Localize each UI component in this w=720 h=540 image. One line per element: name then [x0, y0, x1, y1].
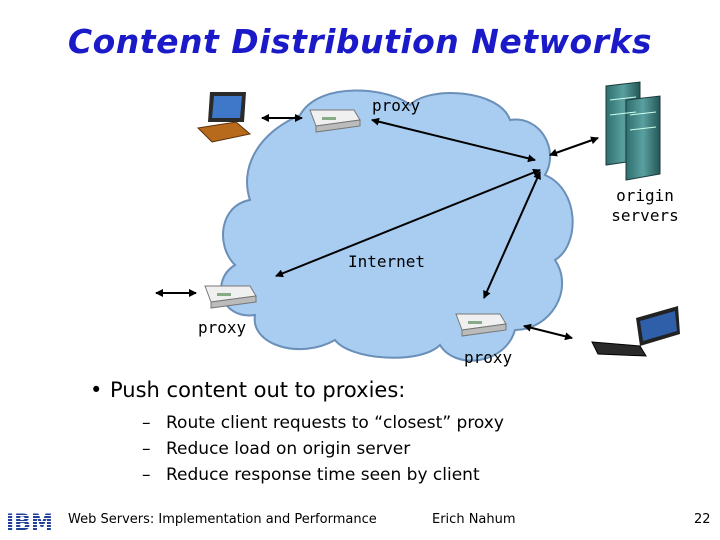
- footer-author: Erich Nahum: [432, 512, 516, 527]
- proxy-icon: [204, 285, 257, 309]
- page-number: 22: [694, 512, 711, 527]
- bullet-main: •Push content out to proxies:: [90, 378, 406, 402]
- origin-servers-label: origin servers: [610, 186, 680, 226]
- proxy-label-left: proxy: [198, 318, 247, 337]
- sub-bullet: –Reduce response time seen by client: [142, 465, 480, 485]
- ibm-logo: IBM: [6, 511, 53, 532]
- sub-bullet-text: Reduce response time seen by client: [166, 465, 480, 485]
- sub-bullet: –Route client requests to “closest” prox…: [142, 413, 504, 433]
- laptop-icon: [196, 92, 252, 143]
- bullet-main-text: Push content out to proxies:: [110, 378, 406, 402]
- connection-arrows: [155, 114, 599, 341]
- origin-label-line1: origin: [616, 186, 674, 205]
- bullet-list: •Push content out to proxies: –Route cli…: [90, 378, 504, 488]
- internet-cloud: [220, 89, 574, 362]
- sub-bullet-text: Reduce load on origin server: [166, 439, 411, 459]
- server-icon: [605, 81, 661, 181]
- proxy-label-top: proxy: [372, 96, 421, 115]
- internet-label: Internet: [348, 252, 426, 271]
- proxy-icon: [455, 313, 507, 337]
- laptop-icon: [591, 306, 680, 357]
- proxy-label-bottom: proxy: [464, 348, 513, 367]
- proxy-icon: [309, 109, 361, 133]
- sub-bullet-text: Route client requests to “closest” proxy: [166, 413, 504, 433]
- slide-title: Content Distribution Networks: [67, 22, 653, 61]
- origin-label-line2: servers: [611, 206, 679, 225]
- ibm-logo-text: IBM: [6, 511, 53, 532]
- sub-bullet: –Reduce load on origin server: [142, 439, 411, 459]
- footer-course: Web Servers: Implementation and Performa…: [68, 512, 377, 527]
